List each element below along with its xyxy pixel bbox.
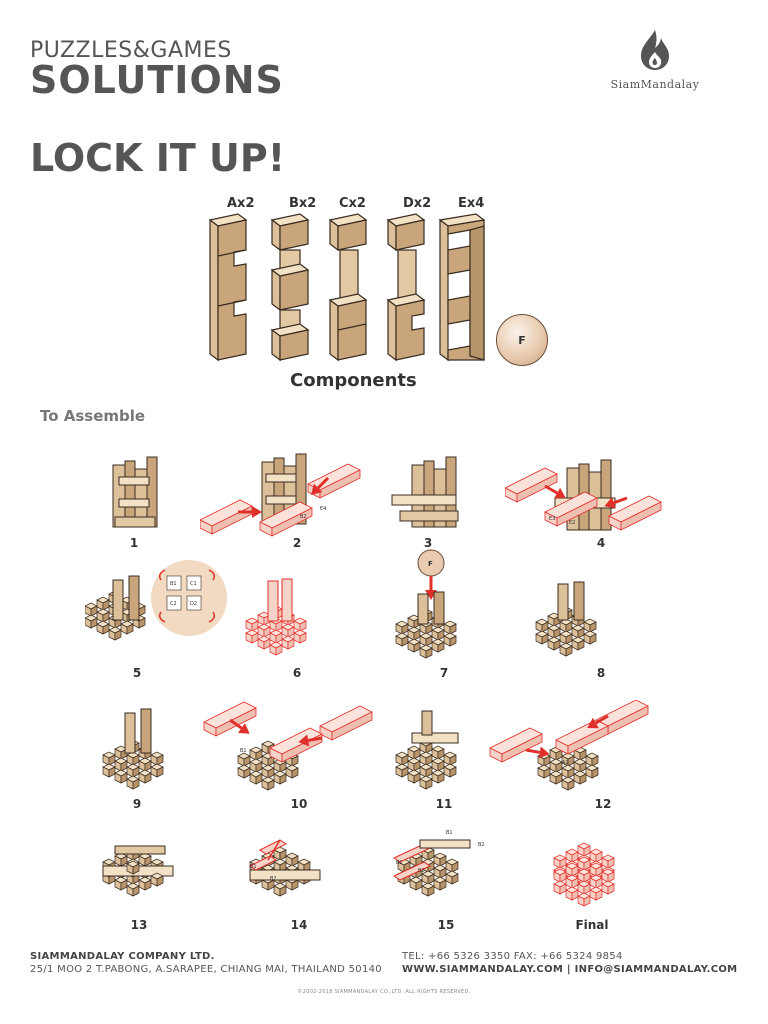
step-1-illustration (112, 456, 158, 528)
component-label-c: Cx2 (339, 196, 366, 211)
step-15-tag-b2-left: B2 (418, 868, 425, 874)
step-3-illustration (391, 456, 459, 528)
step-12-tag-a2: A2 (562, 760, 569, 766)
header-solutions: SOLUTIONS (30, 58, 284, 102)
piece-c (328, 213, 368, 362)
step-2-illustration: B2 E4 (200, 453, 361, 537)
step-15-tag-b1-left: B1 (396, 860, 403, 866)
piece-a (208, 213, 248, 362)
assemble-heading: To Assemble (40, 407, 146, 425)
footer-website-email[interactable]: WWW.SIAMMANDALAY.COM | INFO@SIAMMANDALAY… (402, 964, 738, 975)
step-12-label: 12 (594, 797, 612, 811)
step-15-illustration: B1 B2 B1 B2 (392, 830, 485, 916)
step-2-tag-b2: B2 (300, 514, 307, 520)
final-label: Final (575, 918, 609, 932)
step-14-tag-b1: B1 (250, 864, 257, 870)
header-category: PUZZLES&GAMES (30, 38, 232, 63)
flame-drop-icon (641, 30, 669, 70)
step-9-label: 9 (132, 797, 142, 811)
components-caption: Components (290, 370, 417, 391)
brand-logo: SiamMandalay (600, 28, 710, 91)
step-8-label: 8 (596, 666, 606, 680)
step-3-label: 3 (423, 536, 433, 550)
step-4-tag-e3: E3 (549, 516, 555, 522)
step-5-illustration: B1 C1 C2 D2 (85, 560, 227, 665)
step-7-illustration: F (388, 549, 478, 666)
step-7-ball-label: F (428, 560, 433, 568)
brand-name: SiamMandalay (610, 78, 700, 91)
step-9-illustration (95, 708, 185, 795)
step-2-label: 2 (292, 536, 302, 550)
step-4-tag-e2: E2 (569, 520, 575, 526)
step-5-tag-c2: C2 (170, 601, 177, 607)
step-5-tag-c1: C1 (190, 581, 197, 587)
step-10-illustration: B1 (203, 701, 373, 796)
step-10-tag-b1: B1 (240, 748, 247, 754)
components-illustration (208, 213, 486, 362)
piece-b (270, 213, 310, 362)
copyright-notice: ©2002-2018 SIAMMANDALAY CO.,LTD. ALL RIG… (297, 989, 471, 995)
step-8-illustration (528, 581, 618, 666)
piece-d (386, 213, 426, 362)
step-13-label: 13 (130, 918, 148, 932)
component-label-e: Ex4 (458, 196, 485, 211)
footer-phone-fax: TEL: +66 5326 3350 FAX: +66 5324 9854 (402, 951, 623, 962)
component-label-a: Ax2 (227, 196, 255, 211)
component-label-d: Dx2 (403, 196, 432, 211)
step-5-label: 5 (132, 666, 142, 680)
puzzle-title: LOCK IT UP! (30, 136, 286, 180)
step-6-label: 6 (292, 666, 302, 680)
final-illustration (546, 826, 636, 916)
step-11-label: 11 (435, 797, 453, 811)
step-14-illustration: B1 B2 (249, 839, 321, 916)
step-14-tag-b2: B2 (270, 876, 277, 882)
step-14-label: 14 (290, 918, 308, 932)
step-15-tag-b1-top: B1 (446, 830, 453, 836)
footer-address: 25/1 MOO 2 T.PABONG, A.SARAPEE, CHIANG M… (30, 964, 382, 975)
step-13-illustration (102, 845, 174, 916)
step-7-label: 7 (439, 666, 449, 680)
footer-company: SIAMMANDALAY COMPANY LTD. (30, 951, 215, 962)
step-2-tag-e4: E4 (320, 506, 326, 512)
step-5-tag-b1: B1 (170, 581, 177, 587)
component-label-b: Bx2 (289, 196, 317, 211)
step-1-label: 1 (129, 536, 139, 550)
step-5-tag-d2: D2 (190, 601, 197, 607)
step-15-label: 15 (437, 918, 455, 932)
piece-e (438, 213, 486, 362)
step-4-label: 4 (596, 536, 606, 550)
step-10-label: 10 (290, 797, 308, 811)
step-6-illustration (238, 578, 328, 665)
ball-f-label: F (518, 333, 526, 347)
ball-f: F (496, 314, 548, 366)
step-12-illustration: A2 (489, 700, 649, 796)
step-15-tag-b2-right: B2 (478, 842, 485, 848)
step-11-illustration (388, 710, 459, 795)
step-4-illustration: E3 E2 (505, 459, 662, 531)
